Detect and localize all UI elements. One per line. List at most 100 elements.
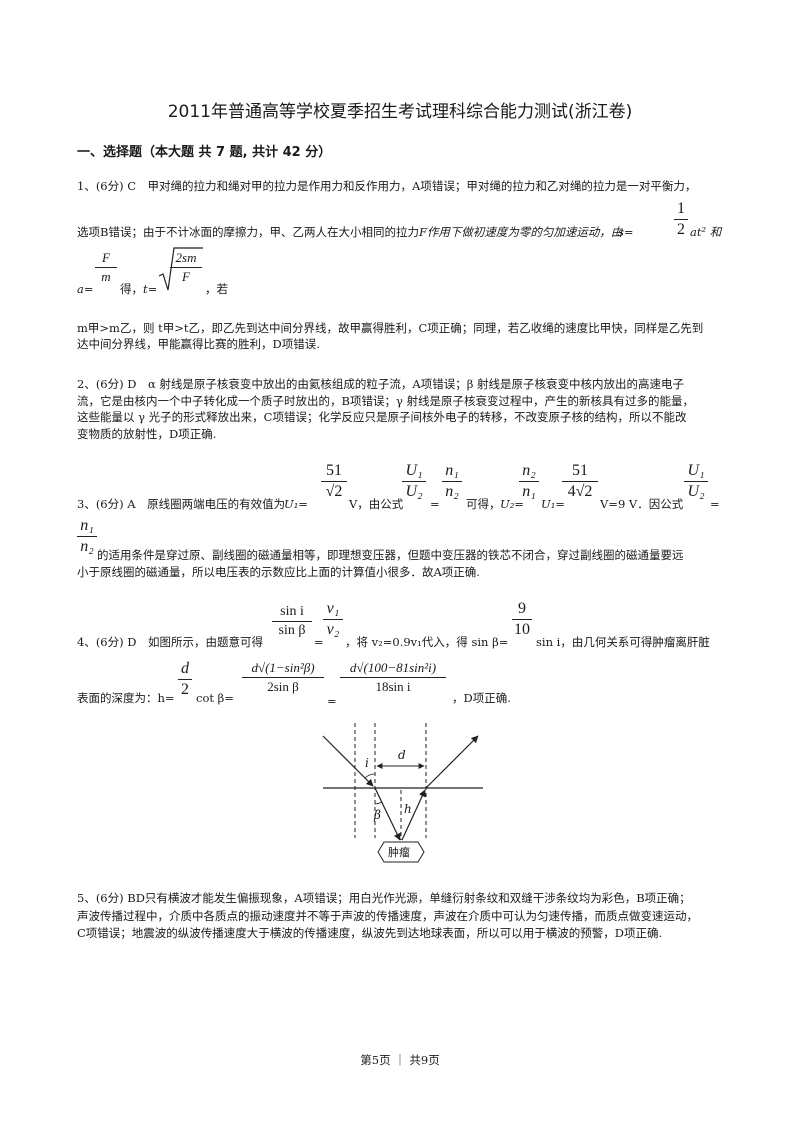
tumor-wave-diagram: i d h β 肿瘤 — [318, 718, 488, 872]
fraction-denominator: n₂ — [445, 483, 459, 500]
fraction-numerator: v₁ — [326, 600, 340, 617]
emergent-ray — [425, 735, 479, 789]
equals-sign: = — [314, 635, 324, 649]
fraction-bar — [674, 219, 688, 220]
fraction-bar — [170, 267, 202, 268]
q3-u1-eq: U₁= — [541, 497, 565, 511]
label-d: d — [398, 748, 406, 762]
q1-line-2a: 选项B错误；由于不计冰面的摩擦力，甲、乙两人在大小相同的拉力F作用下做初速度为零… — [77, 224, 622, 240]
q1-text: ，若 — [205, 282, 228, 296]
fraction-51-over-4root2: 51 4√2 — [562, 462, 598, 501]
q1-line-4: m甲>m乙，则 t甲>t乙，即乙先到达中间分界线，故甲赢得胜利，C项正确；同理，… — [77, 321, 704, 335]
fraction-u1-over-u2: U₁ U₂ — [684, 462, 708, 501]
fraction-denominator: 4√2 — [567, 483, 593, 500]
q4-text: ，将 v₂=0.9v₁代入，得 sin β= — [345, 635, 509, 649]
q5-line-1: 5、(6分) BD只有横波才能发生偏振现象，A项错误；用白光作光源，单缝衍射条纹… — [77, 891, 691, 905]
q3-text: V=9 V．因公式 — [600, 497, 684, 511]
fraction-numerator: 2sm — [175, 250, 197, 265]
fraction-numerator: U₁ — [405, 462, 423, 479]
fraction-denominator: n₂ — [80, 538, 94, 555]
fraction-numerator: 9 — [518, 600, 526, 617]
q1-text: F作用下做初速度为零的匀加速运动，由 — [418, 225, 623, 239]
fraction-numerator: d — [181, 660, 189, 677]
fraction-numerator: 51 — [572, 462, 588, 479]
q1-text: 得， — [120, 282, 143, 296]
q1-s-eq: s= — [618, 225, 634, 239]
q3-u2-eq: U₂= — [500, 497, 524, 511]
q1-at2: at² 和 — [690, 225, 722, 239]
fraction-denominator: 10 — [514, 621, 530, 638]
q1-t-eq: t= — [143, 282, 158, 296]
q3-line-1a: 3、(6分) A 原线圈两端电压的有效值为 — [77, 497, 286, 511]
fraction-numerator: n₁ — [80, 517, 94, 534]
q3-u1-eq: U₁= — [284, 497, 308, 511]
sqrt-sign — [158, 247, 203, 291]
diagram-svg — [322, 723, 483, 863]
fraction-numerator: n₁ — [445, 462, 459, 479]
fraction-v1-over-v2: v₁ v₂ — [323, 600, 343, 639]
fraction-bar — [77, 536, 97, 537]
q3-text: V，由公式 — [349, 497, 404, 511]
q3-line-3: 小于原线圈的磁通量，所以电压表的示数应比上面的计算值小很多．故A项正确. — [77, 565, 480, 579]
fraction-denominator: 2sin β — [267, 679, 299, 694]
tumor-shape — [377, 841, 425, 863]
fraction-bar — [323, 619, 343, 620]
fraction-denominator: U₂ — [687, 483, 705, 500]
refracted-ray-out — [401, 789, 426, 841]
fraction-denominator: 18sin i — [375, 679, 411, 694]
equals-sign: = — [327, 694, 337, 708]
fraction-bar — [340, 677, 446, 678]
fraction-denominator: v₂ — [326, 621, 340, 638]
equals-sign: = — [430, 497, 440, 511]
q2-line-4: 变物质的放射性，D项正确. — [77, 427, 217, 441]
q5-line-2: 声波传播过程中，介质中各质点的振动速度并不等于声波的传播速度，声波在介质中可认为… — [77, 909, 698, 923]
refracted-ray-in — [374, 787, 401, 841]
fraction-numerator: 1 — [677, 200, 685, 217]
fraction-d-over-2: d 2 — [178, 660, 192, 699]
q4-text: sin i，由几何关系可得肿瘤离肝脏 — [536, 635, 710, 649]
q1-line-5: 达中间分界线，甲能赢得比赛的胜利，D项错误. — [77, 337, 320, 351]
fraction-bar — [562, 481, 598, 482]
fraction-f-over-m: F m — [95, 250, 117, 285]
q1-line-1: 1、(6分) C 甲对绳的拉力和绳对甲的拉力是作用力和反作用力，A项错误；甲对绳… — [77, 179, 697, 193]
q1-a-eq: a= — [77, 282, 94, 296]
q1-text: 选项B错误；由于不计冰面的摩擦力，甲、乙两人在大小相同的拉力 — [77, 225, 419, 239]
fraction-numerator: U₁ — [687, 462, 705, 479]
fraction-numerator: F — [102, 250, 110, 265]
fraction-depth-beta: d√(1−sin²β) 2sin β — [242, 660, 324, 695]
fraction-denominator: n₁ — [522, 483, 536, 500]
page-footer: 第5页 ｜ 共9页 — [360, 1053, 440, 1067]
q3-line-2: 的适用条件是穿过原、副线圈的磁通量相等，即理想变压器，但题中变压器的铁芯不闭合，… — [97, 548, 684, 562]
incident-ray — [322, 735, 374, 787]
fraction-denominator: F — [182, 269, 190, 284]
fraction-n1-over-n2: n₁ n₂ — [77, 517, 97, 556]
label-h: h — [404, 802, 412, 816]
fraction-bar — [402, 481, 426, 482]
label-i: i — [365, 756, 369, 770]
fraction-bar — [242, 677, 324, 678]
fraction-bar — [684, 481, 708, 482]
fraction-denominator: sin β — [278, 623, 306, 638]
fraction-denominator: 2 — [677, 221, 685, 238]
fraction-denominator: m — [101, 269, 111, 284]
label-beta: β — [374, 808, 381, 822]
fraction-n2-over-n1: n₂ n₁ — [519, 462, 539, 501]
page-title: 2011年普通高等学校夏季招生考试理科综合能力测试(浙江卷) — [167, 102, 633, 122]
fraction-numerator: n₂ — [522, 462, 536, 479]
q2-line-3: 这些能量以 γ 光子的形式释放出来，C项错误；化学反应只是原子间核外电子的转移，… — [77, 410, 687, 424]
fraction-2sm-over-f: 2sm F — [170, 250, 202, 285]
fraction-9-over-10: 9 10 — [512, 600, 532, 639]
fraction-u1-over-u2: U₁ U₂ — [402, 462, 426, 501]
fraction-numerator: 51 — [326, 462, 342, 479]
fraction-sini-over-sinbeta: sin i sin β — [272, 604, 312, 639]
fraction-denominator: √2 — [325, 483, 343, 500]
fraction-denominator: U₂ — [405, 483, 423, 500]
fraction-numerator: sin i — [280, 604, 304, 619]
fraction-numerator: d√(1−sin²β) — [251, 660, 315, 675]
fraction-51-over-root2: 51 √2 — [321, 462, 347, 501]
q5-line-3: C项错误；地震波的纵波传播速度大于横波的传播速度，纵波先到达地球表面，所以可以用… — [77, 926, 663, 940]
fraction-depth-i: d√(100−81sin²i) 18sin i — [340, 660, 446, 695]
fraction-bar — [519, 481, 539, 482]
section-heading: 一、选择题（本大题 共 7 题, 共计 42 分） — [77, 145, 332, 160]
